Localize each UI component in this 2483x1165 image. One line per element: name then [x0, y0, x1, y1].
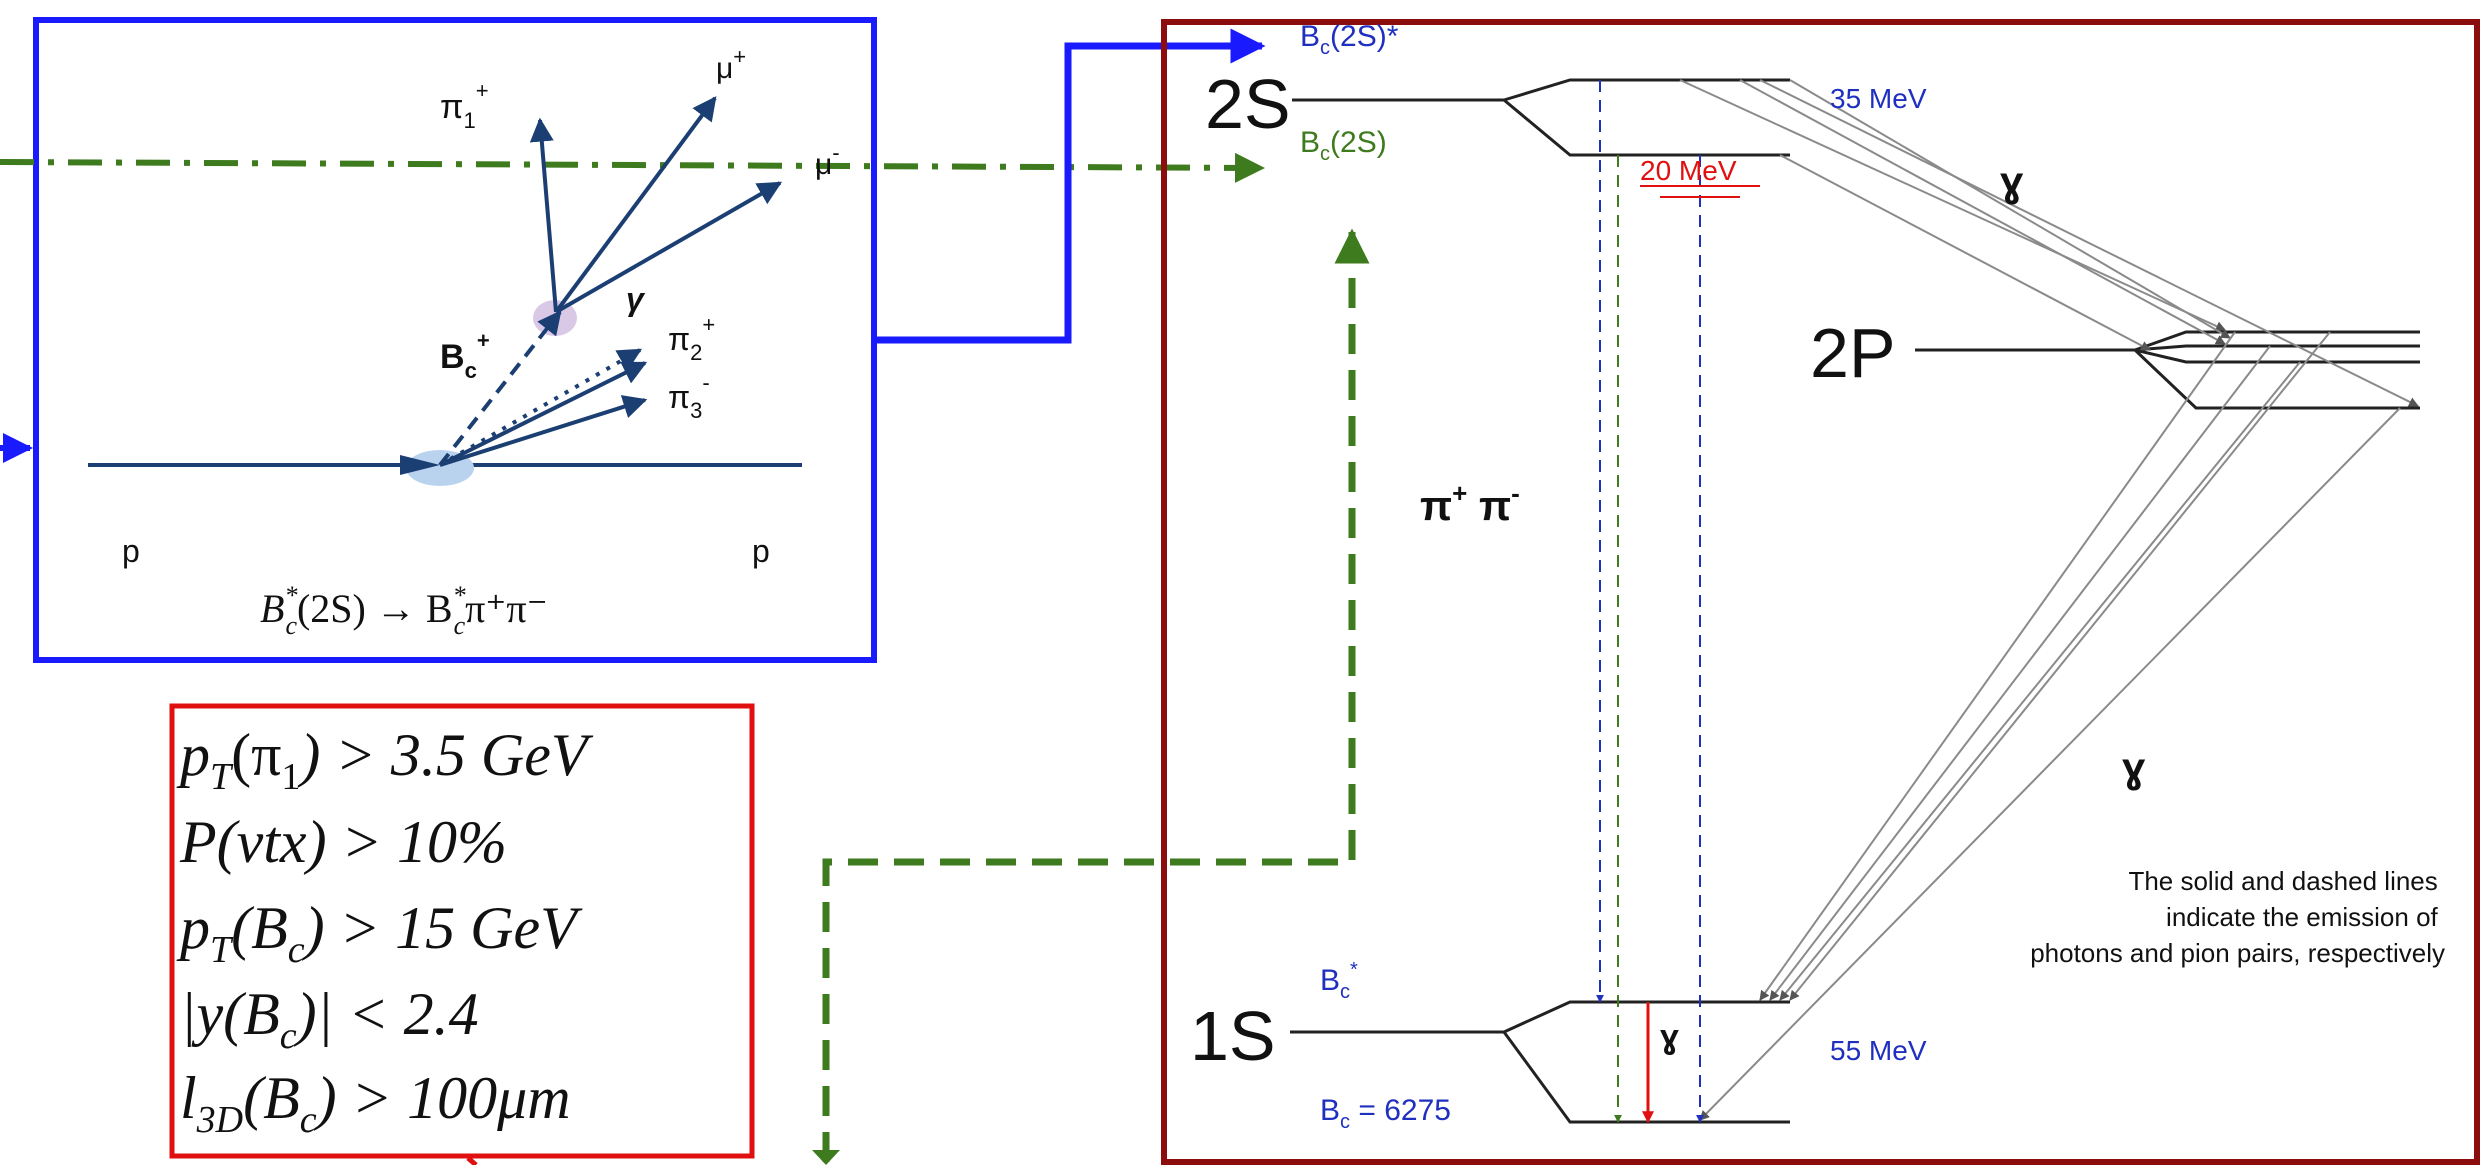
cuts-box-tick [466, 1156, 478, 1165]
green-down-arrowhead [812, 1150, 840, 1165]
splitting-35-label: 35 MeV [1830, 83, 1927, 114]
green-dashdot-line [0, 152, 1265, 183]
selection-cuts-box [169, 703, 755, 1159]
cut-flight-length: l3D(Bc) > 100μm [180, 1065, 571, 1141]
blue-connector [874, 28, 1266, 344]
level-2p-split [2133, 330, 2420, 410]
proton-left-label: p [122, 533, 140, 569]
mu-minus-label: μ- [815, 140, 840, 181]
splitting-55-label: 55 MeV [1830, 1035, 1927, 1066]
gamma-lower-label: ɣ [2122, 744, 2146, 791]
gamma-label: γ [626, 281, 646, 317]
level-1s-label: 1S [1190, 997, 1276, 1075]
pi2-label: π2+ [668, 312, 715, 365]
level-2s-label: 2S [1205, 65, 1291, 143]
gamma-1s-label: ɣ [1660, 1018, 1679, 1056]
mu-plus-track [554, 96, 717, 314]
level-2p-label: 2P [1810, 314, 1896, 392]
splitting-20-label: 20 MeV [1640, 155, 1737, 186]
photon-transitions-2s-2p [1679, 79, 2419, 407]
gamma-dotted-track [439, 348, 643, 467]
gamma-upper-label: ɣ [2000, 158, 2024, 205]
bc-label: Bc+ [440, 328, 490, 383]
green-dashed-connector [822, 228, 1370, 1162]
cut-pt-pi1: pT(π1) > 3.5 GeV [176, 722, 594, 798]
decay-formula: B*c(2S) → B*cπ⁺π⁻ [260, 581, 548, 640]
cut-pt-bc: pT(Bc) > 15 GeV [176, 895, 583, 971]
pi3-track [439, 395, 648, 467]
cut-rapidity: |y(Bc)| < 2.4 [180, 981, 479, 1057]
bc-star-label: Bc* [1320, 959, 1358, 1003]
bc2s-label: Bc(2S) [1300, 126, 1387, 165]
mu-minus-track [555, 181, 783, 314]
bc-ground-label: Bc = 6275 [1320, 1094, 1451, 1133]
cut-vtx-prob: P(vtx) > 10% [179, 809, 507, 875]
legend-note: The solid and dashed lines indicate the … [2030, 866, 2445, 968]
bc-dashed-track [438, 310, 562, 467]
photon-transitions-2p-1s [1699, 331, 2401, 1121]
spectroscopy-box [1161, 19, 2480, 1165]
beam-arrowhead [400, 455, 440, 475]
level-2s-split [1503, 78, 1790, 157]
proton-right-label: p [752, 533, 770, 569]
pi3-label: π3- [668, 370, 710, 423]
bc2s-star-label: Bc(2S)* [1300, 20, 1399, 59]
pi1-track [529, 117, 558, 313]
pion-pair-label: π+ π- [1420, 478, 1520, 529]
pi1-label: π1+ [440, 78, 489, 133]
pi2-track [439, 361, 648, 467]
level-1s-split [1502, 1000, 1790, 1124]
mu-plus-label: μ+ [716, 44, 746, 85]
